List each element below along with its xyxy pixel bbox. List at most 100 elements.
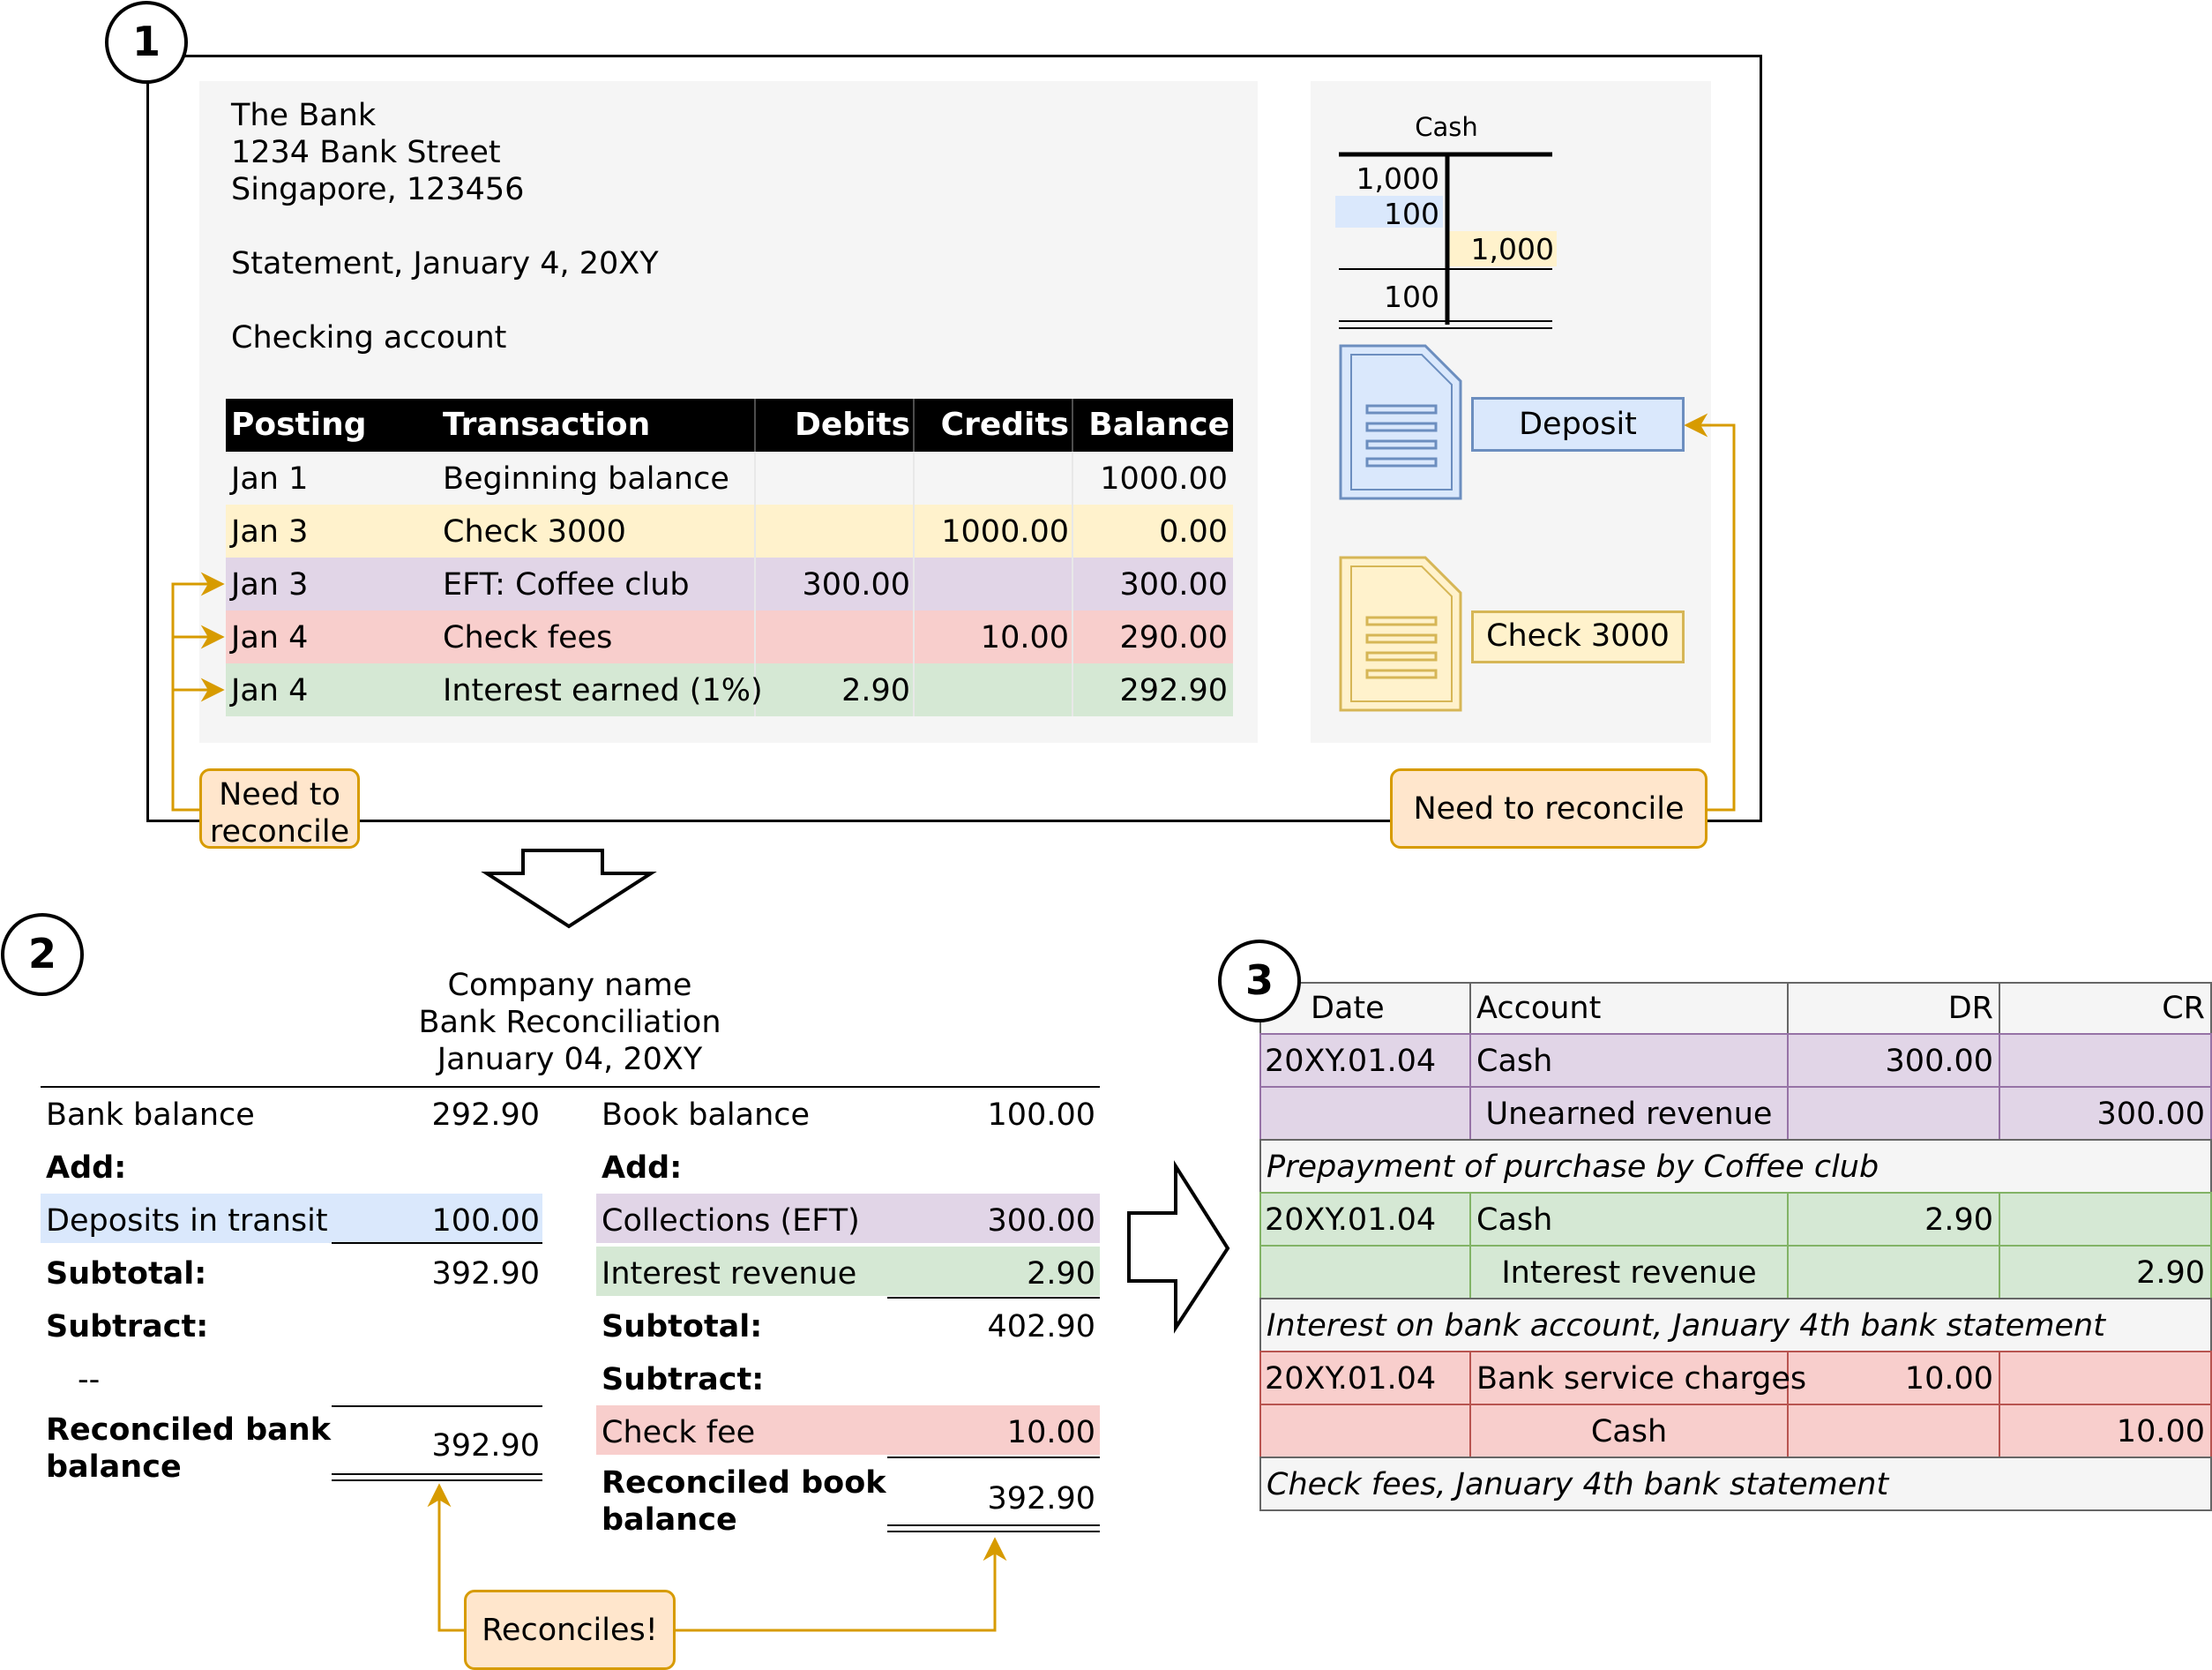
journal-dr: 10.00 [1904,1361,1993,1397]
statement-row-debits: 2.90 [841,673,910,708]
check-label-box [1471,610,1685,663]
reconciliation-rules [41,1086,1100,1532]
book-interest-label: Interest revenue [602,1256,857,1292]
bank-add-label: Add: [46,1150,127,1186]
statement-header-transaction: Transaction [443,407,651,443]
journal-cr: 2.90 [2136,1255,2205,1291]
journal-cell [1999,1404,2212,1458]
book-fee-label: Check fee [602,1415,756,1450]
book-subtotal-label: Subtotal: [602,1309,763,1344]
cash-t-account-lines [1339,152,1552,329]
step-number-1: 1 [131,18,161,65]
left-reconcile-connectors [171,572,225,812]
statement-row-credits: 1000.00 [941,514,1069,550]
book-reconciled-value: 392.90 [987,1481,1095,1516]
journal-dr: 2.90 [1924,1202,1993,1238]
statement-row-bg-eft [226,558,1233,610]
journal-header-cr-text: CR [2162,991,2205,1026]
recon-title: Bank Reconciliation [418,1005,721,1040]
book-interest-value: 2.90 [1027,1256,1095,1292]
journal-date: 20XY.01.04 [1265,1361,1437,1397]
recon-fee-bg [596,1405,1100,1455]
reconciles-connectors [427,1483,1007,1632]
account-type: Checking account [231,320,507,356]
journal-account: Interest revenue [1501,1255,1757,1291]
journal-header-account [1469,982,1789,1035]
journal-cr: 10.00 [2116,1414,2205,1449]
recon-dit-bg [41,1194,542,1243]
t-account-left-entry: 1,000 [1356,161,1439,196]
bank-subtract-label: Subtract: [46,1309,209,1344]
journal-note: Prepayment of purchase by Coffee club [1267,1150,1879,1185]
callout-need-to-reconcile-right [1390,768,1708,849]
journal-cell [1259,1245,1471,1299]
book-balance-value: 100.00 [987,1097,1095,1133]
statement-header-bg [226,399,1233,452]
statement-row-transaction: EFT: Coffee club [443,567,690,603]
book-add-label: Add: [602,1150,683,1186]
recon-date: January 04, 20XY [437,1042,703,1077]
bank-balance-value: 292.90 [431,1097,540,1133]
statement-row-balance: 290.00 [1119,620,1228,655]
callout-right-text: Need to reconcile [1413,791,1685,827]
bank-reconciled-value: 392.90 [431,1428,540,1464]
book-reconciled-label: Reconciled book balance [602,1465,886,1538]
t-account-right-entry: 1,000 [1470,232,1554,266]
statement-row-posting: Jan 4 [231,673,309,708]
journal-cell [1259,1086,1471,1141]
statement-column-separators [754,399,1073,716]
recon-company: Company name [447,968,692,1003]
right-reconcile-connector [1684,413,1736,812]
statement-row-balance: 300.00 [1119,567,1228,603]
section-1-frame [146,55,1762,822]
journal-cell [1469,1192,1789,1247]
journal-note: Interest on bank account, January 4th ba… [1267,1308,2105,1344]
deposit-label-box [1471,397,1685,452]
statement-row-bg-check [226,505,1233,558]
t-account-blue-highlight [1335,196,1443,228]
statement-row-debits: 300.00 [802,567,910,603]
journal-header-dr [1787,982,2000,1035]
journal-cell [1469,1245,1789,1299]
recon-interest-bg [596,1247,1100,1296]
journal-cell [1469,1404,1789,1458]
statement-row-transaction: Beginning balance [443,461,729,497]
statement-row-credits: 10.00 [980,620,1069,655]
t-account-left-entry: 100 [1384,197,1439,231]
bank-subtract-dash: -- [78,1362,101,1397]
bank-subtotal-label: Subtotal: [46,1256,207,1292]
journal-dr: 300.00 [1885,1044,1993,1079]
journal-cell [1259,1351,1471,1405]
statement-row-transaction: Interest earned (1%) [443,673,763,708]
journal-note-cell [1259,1298,2212,1352]
journal-cell [1259,1033,1471,1088]
statement-header-balance: Balance [1088,407,1229,443]
statement-row-balance: 292.90 [1119,673,1228,708]
book-balance-label: Book balance [602,1097,811,1133]
recon-collections-bg [596,1194,1100,1243]
deposit-document-icon [1339,344,1462,500]
statement-row-balance: 1000.00 [1100,461,1228,497]
t-account-yellow-highlight [1447,231,1557,266]
journal-header-date-text: Date [1311,991,1385,1026]
book-subtotal-value: 402.90 [987,1309,1095,1344]
journal-header-account-text: Account [1476,991,1602,1026]
callout-need-to-reconcile-left [199,768,360,849]
statement-row-posting: Jan 1 [231,461,309,497]
bank-dit-value: 100.00 [431,1203,540,1239]
bank-balance-label: Bank balance [46,1097,255,1133]
journal-note-cell [1259,1457,2212,1511]
statement-row-posting: Jan 3 [231,567,309,603]
statement-date: Statement, January 4, 20XY [231,246,659,281]
book-fee-value: 10.00 [1006,1415,1095,1450]
statement-row-bg-fees [226,610,1233,663]
deposit-label: Deposit [1519,407,1637,442]
bank-subtotal-value: 392.90 [431,1256,540,1292]
statement-row-transaction: Check 3000 [443,514,626,550]
journal-cell [1469,1033,1789,1088]
t-account-total: 100 [1384,280,1439,314]
statement-row-posting: Jan 3 [231,514,309,550]
t-account-title: Cash [1415,112,1478,142]
